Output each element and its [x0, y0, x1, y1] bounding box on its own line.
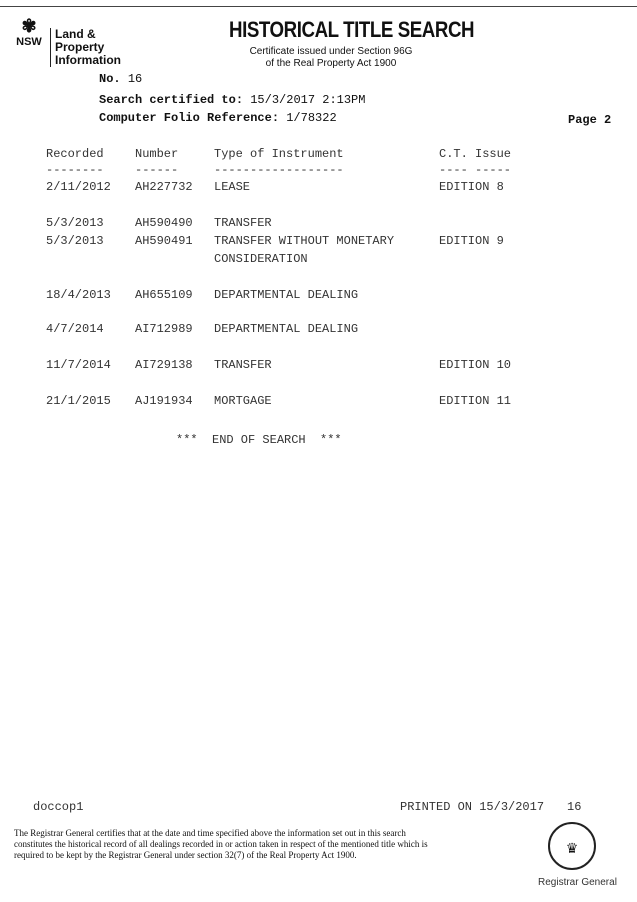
logo-line-1: Land & Property	[55, 27, 105, 54]
nsw-waratah-logo: ✾NSW	[14, 16, 44, 60]
page-number: Page 2	[568, 113, 612, 127]
cell-number: AH227732	[135, 180, 193, 194]
cell-type: TRANSFER	[214, 216, 272, 230]
cell-number: AI729138	[135, 358, 193, 372]
cell-type: DEPARTMENTAL DEALING	[214, 288, 359, 302]
certification-text: The Registrar General certifies that at …	[14, 828, 428, 860]
cell-recorded: 18/4/2013	[46, 288, 111, 302]
header-number: Number	[135, 147, 179, 161]
document-title: HISTORICAL TITLE SEARCH	[229, 17, 475, 42]
cell-type: LEASE	[214, 180, 251, 194]
cell-issue: EDITION 10	[439, 358, 512, 372]
end-of-search: *** END OF SEARCH ***	[176, 433, 342, 447]
no-value: 16	[127, 72, 143, 86]
top-rule	[0, 6, 637, 7]
registrar-general-signature: Registrar General	[538, 877, 617, 888]
cell-recorded: 5/3/2013	[46, 234, 104, 248]
cell-number: AI712989	[135, 322, 193, 336]
underline-number: ------	[135, 163, 179, 177]
cell-type: TRANSFER	[214, 358, 272, 372]
waratah-icon: ✾	[21, 16, 37, 36]
cell-number: AH590490	[135, 216, 193, 230]
certified-line: Search certified to: 15/3/2017 2:13PM	[99, 93, 365, 107]
cell-issue: EDITION 8	[439, 180, 504, 194]
underline-issue: ---- -----	[439, 163, 512, 177]
doc-code: doccop1	[33, 800, 84, 814]
cell-recorded: 4/7/2014	[46, 322, 104, 336]
header-type: Type of Instrument	[214, 147, 344, 161]
cell-recorded: 21/1/2015	[46, 394, 111, 408]
cell-recorded: 2/11/2012	[46, 180, 111, 194]
folio-line: Computer Folio Reference: 1/78322	[99, 111, 337, 125]
header-recorded: Recorded	[46, 147, 104, 161]
cell-number: AJ191934	[135, 394, 193, 408]
cell-issue: EDITION 11	[439, 394, 512, 408]
subtitle-line-1: Certificate issued under Section 96G	[249, 46, 413, 57]
cell-number: AH590491	[135, 234, 193, 248]
folio-label: Computer Folio Reference:	[99, 111, 280, 125]
cell-recorded: 5/3/2013	[46, 216, 104, 230]
cell-type: TRANSFER WITHOUT MONETARY	[214, 234, 395, 248]
print-number: 16	[567, 800, 582, 814]
no-label: No.	[99, 72, 121, 86]
subtitle-line-2: of the Real Property Act 1900	[265, 58, 397, 69]
nsw-text: NSW	[16, 36, 42, 48]
number-line: No. 16	[99, 72, 142, 86]
printed-on: PRINTED ON 15/3/2017	[400, 800, 545, 814]
cell-issue: EDITION 9	[439, 234, 504, 248]
underline-recorded: --------	[46, 163, 104, 177]
folio-value: 1/78322	[286, 111, 337, 125]
certified-label: Search certified to:	[99, 93, 244, 107]
cell-type-continued: CONSIDERATION	[214, 252, 308, 266]
cell-number: AH655109	[135, 288, 193, 302]
crest-icon: ♛	[565, 840, 579, 856]
header-issue: C.T. Issue	[439, 147, 512, 161]
logo-line-2: Information	[55, 53, 121, 67]
registrar-general-seal: ♛	[548, 822, 596, 870]
certified-value: 15/3/2017 2:13PM	[250, 93, 366, 107]
cell-recorded: 11/7/2014	[46, 358, 111, 372]
underline-type: ------------------	[214, 163, 344, 177]
cell-type: MORTGAGE	[214, 394, 272, 408]
cell-type: DEPARTMENTAL DEALING	[214, 322, 359, 336]
